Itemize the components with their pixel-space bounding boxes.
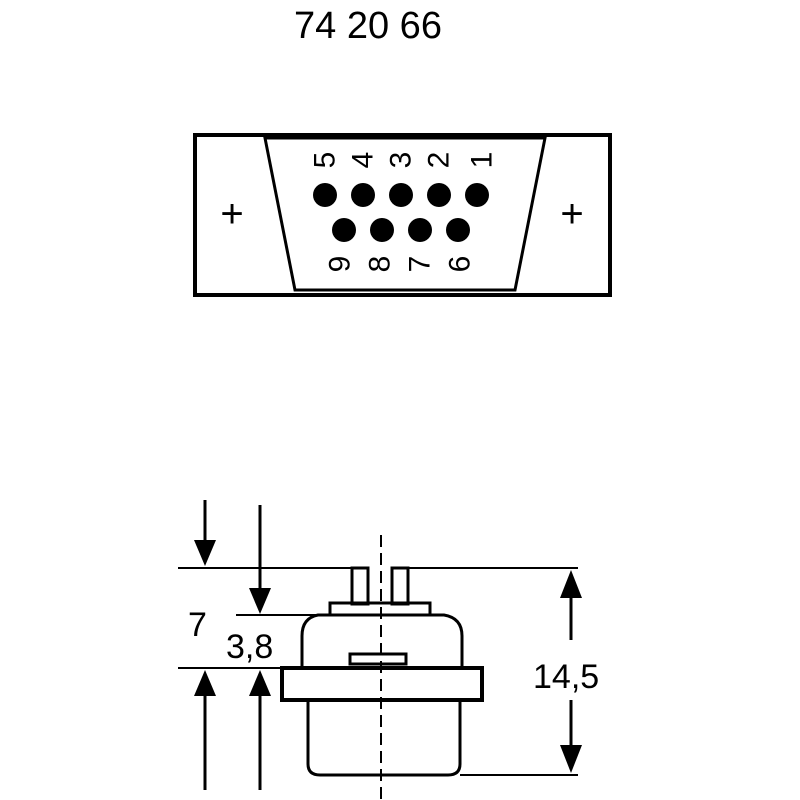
pin-label-9: 9 — [324, 256, 357, 273]
mount-hole-left-mark: + — [220, 192, 243, 236]
dim-7-arrow-up — [194, 670, 216, 696]
pin-label-7: 7 — [404, 256, 437, 273]
dim-3-8-arrow-down — [249, 588, 271, 614]
pin-contact-1 — [465, 183, 489, 207]
dimension-lines: 7 3,8 14,5 — [178, 500, 599, 790]
pin-numbers-top: 5 4 3 2 1 — [309, 152, 499, 169]
dim-7-arrow-down — [194, 540, 216, 566]
dim-3-8-arrow-up — [249, 670, 271, 696]
dim-14-5-arrow-up — [560, 570, 582, 598]
pin-label-4: 4 — [347, 152, 380, 169]
pin-contact-8 — [370, 218, 394, 242]
pin-label-6: 6 — [444, 256, 477, 273]
pin-contact-5 — [313, 183, 337, 207]
lower-shell — [306, 698, 462, 777]
mount-hole-right-mark: + — [560, 192, 583, 236]
part-number: 74 20 66 — [294, 5, 442, 47]
d-sub-shell-outline — [263, 136, 547, 292]
solder-tab-left — [350, 566, 370, 606]
pin-contact-7 — [408, 218, 432, 242]
front-view: + + 5 4 3 2 1 9 8 7 6 — [193, 133, 612, 297]
dim-14-5-arrow-down — [560, 745, 582, 773]
upper-body — [300, 613, 464, 670]
pin-contact-4 — [351, 183, 375, 207]
pin-contact-6 — [446, 218, 470, 242]
pin-label-2: 2 — [423, 152, 456, 169]
pin-label-5: 5 — [309, 152, 342, 169]
dim-label-14-5: 14,5 — [533, 658, 599, 696]
pin-label-3: 3 — [385, 152, 418, 169]
pin-numbers-bottom: 9 8 7 6 — [324, 256, 477, 273]
side-view — [280, 535, 484, 800]
pin-contact-9 — [332, 218, 356, 242]
solder-tab-right — [390, 566, 410, 606]
pin-contacts — [313, 183, 489, 242]
latch — [348, 652, 408, 666]
connector-flange-outline — [193, 133, 612, 297]
dim-label-3-8: 3,8 — [226, 628, 273, 666]
pin-contact-3 — [389, 183, 413, 207]
dim-label-7: 7 — [188, 606, 207, 644]
pin-contact-2 — [427, 183, 451, 207]
pin-label-1: 1 — [466, 152, 499, 169]
pin-label-8: 8 — [364, 256, 397, 273]
